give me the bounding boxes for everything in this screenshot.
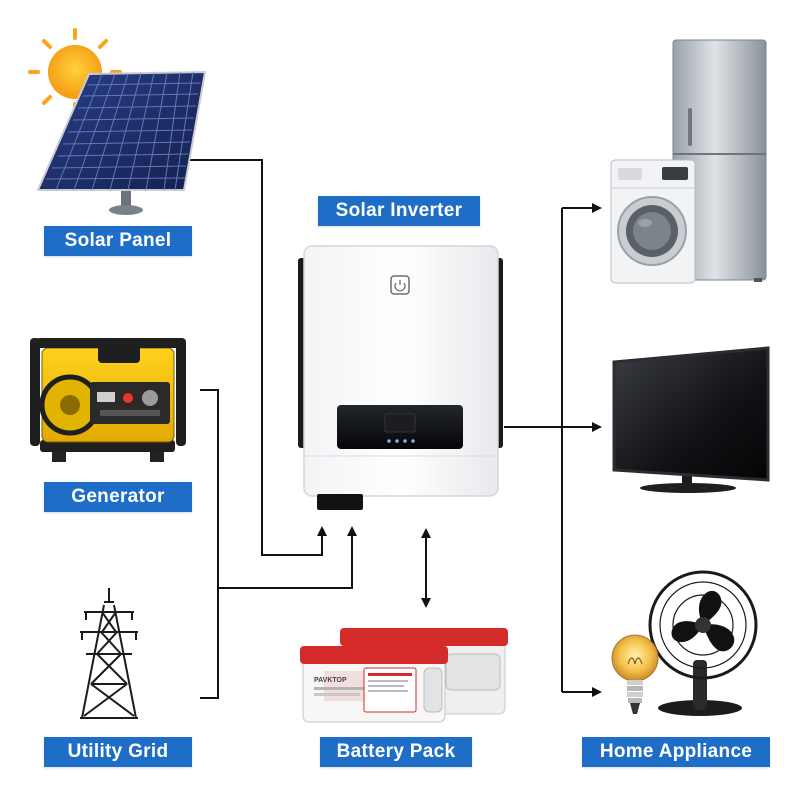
bus-to-inverter-line: [218, 526, 357, 589]
tv-icon: [612, 346, 770, 493]
generator-icon: [30, 338, 186, 462]
light-bulb-icon: [611, 634, 659, 714]
battery-pack-label: Battery Pack: [320, 737, 472, 767]
connector-lines: [178, 159, 602, 699]
solar-panel-label: Solar Panel: [44, 226, 192, 256]
solar-to-inverter-line: [178, 159, 327, 556]
transmission-tower-icon: [80, 588, 138, 719]
solar-inverter-label: Solar Inverter: [318, 196, 480, 226]
generator-label: Generator: [44, 482, 192, 512]
utility-grid-label: Utility Grid: [44, 737, 192, 767]
battery-brand-text: PAVKTOP: [314, 677, 347, 684]
battery-front: PAVKTOP: [300, 646, 448, 723]
home-appliance-label: Home Appliance: [582, 737, 770, 767]
generator-grid-bus-line: [200, 389, 219, 699]
inverter-icon: [298, 245, 503, 510]
washing-machine-icon: [610, 159, 696, 284]
solar-panel-icon: [36, 70, 207, 215]
battery-pack-icon: PAVKTOP: [300, 628, 508, 723]
fan-icon: [648, 570, 758, 716]
